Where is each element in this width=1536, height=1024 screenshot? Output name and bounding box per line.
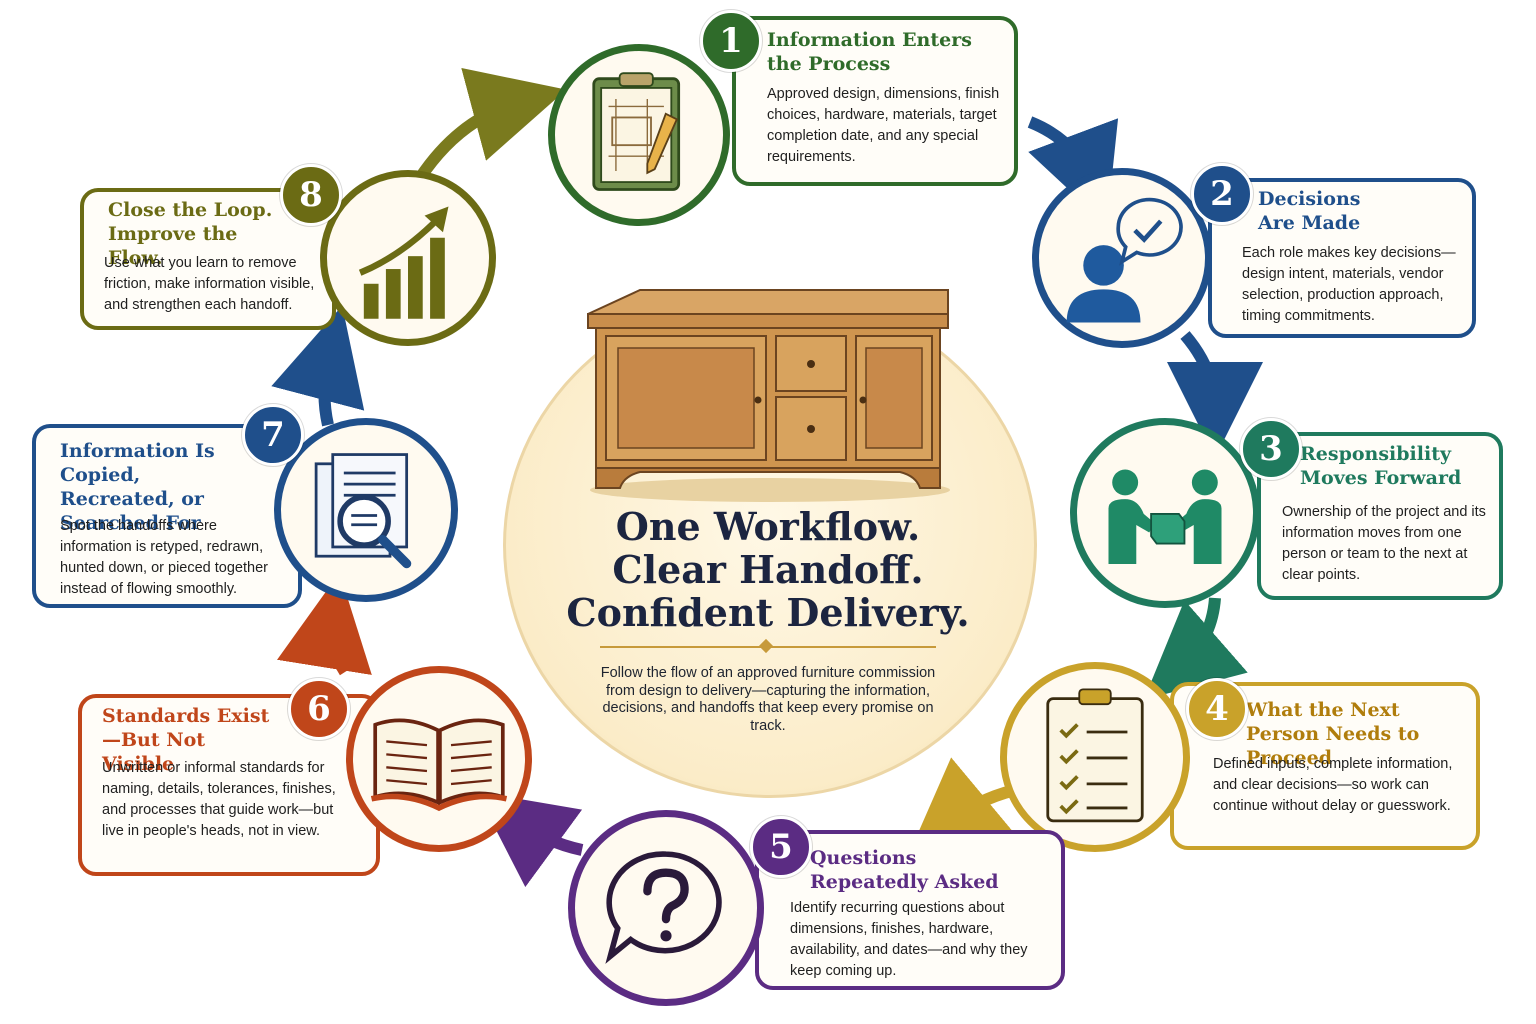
step-6-body: Unwritten or informal standards for nami… [102, 760, 336, 839]
step-3-badge: 3 [1240, 418, 1302, 480]
arrow-6-to-7 [277, 572, 372, 676]
step-8-card [80, 188, 336, 330]
open-book-icon [370, 718, 508, 812]
step-3-body: Ownership of the project and its informa… [1282, 504, 1486, 583]
step-5-badge: 5 [750, 816, 812, 878]
arrow-5-to-6 [476, 791, 584, 888]
step-4-icon-circle [1000, 662, 1190, 852]
arrow-2-to-3 [1166, 331, 1263, 458]
person-decision-icon [1066, 197, 1183, 323]
step-8-icon-circle [320, 170, 496, 346]
step-5-icon-circle [568, 810, 764, 1006]
step-8-body: Use what you learn to remove friction, m… [104, 255, 315, 313]
step-7-title: Information Is Copied, Recreated, or Sea… [60, 440, 215, 534]
center-title-line-2: Clear Handoff. [612, 547, 924, 592]
clipboard-drawing-icon [592, 72, 681, 191]
step-2-title: Decisions Are Made [1258, 188, 1361, 234]
center-title-line-1: One Workflow. [615, 504, 921, 549]
center-title: One Workflow. Clear Handoff. Confident D… [530, 505, 1006, 634]
step-2-icon-circle [1032, 168, 1212, 348]
step-6-badge: 6 [288, 678, 350, 740]
checklist-clipboard-icon [1046, 688, 1144, 823]
question-bubble-icon [605, 851, 722, 964]
step-4-badge: 4 [1186, 678, 1248, 740]
step-1-title: Information Enters the Process [767, 29, 972, 75]
step-2-body: Each role makes key decisions—design int… [1242, 245, 1456, 324]
center-subtitle: Follow the flow of an approved furniture… [600, 665, 936, 734]
sideboard-illustration [587, 289, 950, 502]
step-7-icon-circle [274, 418, 458, 602]
step-1-body: Approved design, dimensions, finish choi… [767, 86, 1000, 165]
arrow-8-to-1 [415, 68, 567, 182]
step-8-badge: 8 [280, 164, 342, 226]
arrow-3-to-4 [1143, 597, 1248, 700]
arrow-7-to-8 [271, 305, 365, 427]
step-1-badge: 1 [700, 10, 762, 72]
step-4-body: Defined inputs, complete information, an… [1213, 756, 1453, 814]
step-4-title: What the Next Person Needs to Proceed [1246, 699, 1420, 769]
arrow-4-to-5 [908, 757, 1017, 856]
step-3-card [1257, 432, 1503, 600]
step-6-title: Standards Exist—But Not Visible [102, 705, 270, 775]
step-7-body: Spot the handoffs where information is r… [60, 518, 268, 597]
step-7-badge: 7 [242, 404, 304, 466]
step-3-icon-circle [1070, 418, 1260, 608]
document-search-icon [314, 453, 412, 569]
arrow-1-to-2 [1027, 116, 1119, 225]
growth-chart-icon [358, 206, 449, 319]
step-8-title: Close the Loop. Improve the Flow. [108, 199, 273, 269]
step-3-title: Responsibility Moves Forward [1300, 443, 1462, 489]
handoff-box-icon [1108, 469, 1222, 564]
step-1-icon-circle [548, 44, 730, 226]
step-5-body: Identify recurring questions about dimen… [790, 900, 1028, 979]
step-2-card [1208, 178, 1476, 338]
step-6-icon-circle [346, 666, 532, 852]
step-2-badge: 2 [1191, 163, 1253, 225]
step-5-title: Questions Repeatedly Asked [810, 847, 999, 893]
step-1-card [732, 16, 1018, 186]
center-title-line-3: Confident Delivery. [566, 590, 970, 635]
